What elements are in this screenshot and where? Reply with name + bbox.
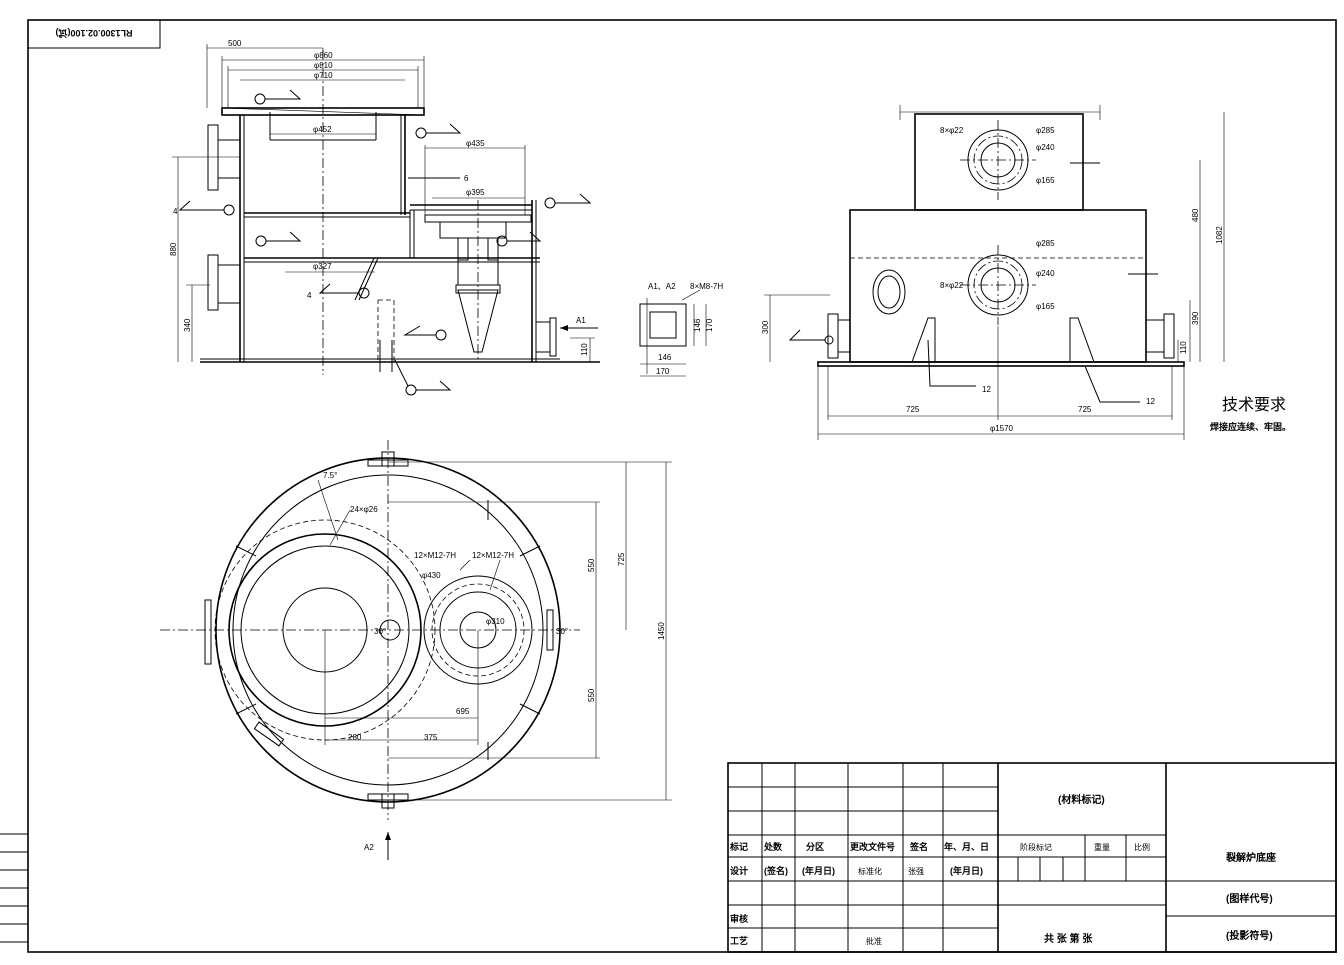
- plan-d430: φ430: [422, 571, 441, 580]
- plan-thread-a: 12×M12-7H: [414, 551, 456, 560]
- plan-dim-725: 725: [617, 552, 626, 566]
- stamp-box: [27, 19, 161, 49]
- row-approve: 批准: [866, 936, 882, 946]
- dim-395: φ395: [466, 188, 485, 197]
- dim-300: 300: [761, 320, 770, 334]
- drawing-frame: [27, 19, 1337, 953]
- dim-500: 500: [228, 39, 242, 48]
- row-design: 设计: [730, 865, 748, 876]
- weld-label-4b: 4: [307, 291, 312, 300]
- dim-725-left: 725: [906, 405, 920, 414]
- detail-dim-146v: 146: [693, 318, 702, 332]
- lower-holes: 8×φ22: [940, 281, 964, 290]
- weld-12-right: 12: [1146, 397, 1155, 406]
- drawing-code: (图样代号): [1226, 892, 1273, 905]
- dim-110: 110: [580, 343, 589, 356]
- dim-435: φ435: [466, 139, 485, 148]
- hdr-stage: 阶段标记: [1020, 842, 1052, 852]
- detail-title: A1、A2: [648, 282, 676, 291]
- dim-810: φ810: [314, 61, 333, 70]
- margin-table: [0, 833, 28, 943]
- plan-dim-695: 695: [456, 707, 470, 716]
- upper-d165: φ165: [1036, 176, 1055, 185]
- detail-thread: 8×M8-7H: [690, 282, 723, 291]
- dim-1082: 1082: [1215, 226, 1224, 244]
- title-block: [727, 762, 1337, 953]
- hdr-weight: 重量: [1094, 842, 1110, 852]
- detail-dim-146h: 146: [658, 353, 672, 362]
- hdr-change: 更改文件号: [850, 841, 895, 852]
- dim-880: 880: [169, 242, 178, 256]
- row-check: 审核: [730, 913, 748, 924]
- section-marker-a1: A1: [576, 316, 586, 325]
- plan-view: [160, 440, 672, 860]
- hdr-count: 处数: [763, 841, 783, 852]
- dim-725-right: 725: [1078, 405, 1092, 414]
- tech-req-title: 技术要求: [1222, 395, 1286, 414]
- dim-860: φ860: [314, 51, 333, 60]
- upper-d240: φ240: [1036, 143, 1055, 152]
- sheet-count: 共 张 第 张: [1044, 932, 1093, 945]
- drawing-name: 裂解炉底座: [1225, 851, 1276, 864]
- projection-symbol: (投影符号): [1226, 929, 1273, 942]
- upper-d285: φ285: [1036, 126, 1055, 135]
- plan-angle-7-5: 7.5°: [323, 471, 337, 480]
- hdr-date: 年、月、日: [944, 841, 989, 852]
- plan-d310: φ310: [486, 617, 505, 626]
- detail-dim-170v: 170: [705, 318, 714, 332]
- plan-dim-280: 280: [348, 733, 362, 742]
- lower-d165: φ165: [1036, 302, 1055, 311]
- side-view: [764, 105, 1225, 440]
- hdr-sign: 签名: [909, 841, 928, 852]
- plan-angle-30b: 30°: [556, 627, 568, 636]
- dim-452: φ452: [313, 125, 332, 134]
- dim-110-side: 110: [1179, 341, 1188, 354]
- row-standard-date: (年月日): [950, 865, 983, 876]
- row-standard: 标准化: [858, 866, 882, 876]
- plan-thread-b: 12×M12-7H: [472, 551, 514, 560]
- lower-d285: φ285: [1036, 239, 1055, 248]
- detail-dim-170h: 170: [656, 367, 670, 376]
- hdr-zone: 分区: [806, 841, 824, 852]
- dim-390: 390: [1191, 311, 1200, 325]
- row-design-sign: (签名): [764, 865, 788, 876]
- hdr-scale: 比例: [1134, 842, 1150, 852]
- dim-327: φ327: [313, 262, 332, 271]
- dim-710: φ710: [314, 71, 333, 80]
- weld-label-6: 6: [464, 174, 469, 183]
- plan-angle-30a: 30°: [374, 627, 386, 636]
- dim-340: 340: [183, 318, 192, 332]
- row-design-date: (年月日): [802, 865, 835, 876]
- stamp-text: RL1300.02.100(试): [55, 28, 132, 39]
- detail-view: [639, 289, 707, 377]
- hdr-mark: 标记: [729, 841, 748, 852]
- upper-holes: 8×φ22: [940, 126, 964, 135]
- weld-label-4a: 4: [173, 207, 178, 216]
- plan-dim-550-top: 550: [587, 558, 596, 572]
- plan-holes-24: 24×φ26: [350, 505, 378, 514]
- dim-480: 480: [1191, 208, 1200, 222]
- plan-dim-375: 375: [424, 733, 438, 742]
- plan-dim-550-bottom: 550: [587, 688, 596, 702]
- tech-req-line1: 焊接应连续、牢固。: [1210, 421, 1291, 432]
- front-section-view: [172, 44, 600, 396]
- weld-12-left: 12: [982, 385, 991, 394]
- row-process: 工艺: [730, 935, 748, 946]
- section-marker-a2: A2: [364, 843, 374, 852]
- material-mark: (材料标记): [1058, 793, 1105, 806]
- lower-d240: φ240: [1036, 269, 1055, 278]
- plan-dim-1450: 1450: [657, 622, 666, 640]
- dim-1570: φ1570: [990, 424, 1014, 433]
- row-standard-name: 张强: [908, 867, 924, 876]
